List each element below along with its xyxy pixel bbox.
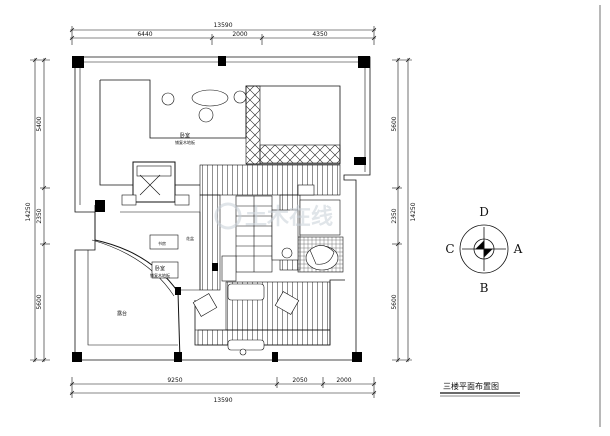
dim-bottom-seg-1: 9250 bbox=[167, 377, 182, 384]
dim-right-total: 14250 bbox=[410, 202, 417, 221]
compass-label-bottom: B bbox=[480, 281, 489, 295]
dim-right-seg-1: 5600 bbox=[391, 116, 398, 131]
drawing-title: 三楼平面布置图 bbox=[443, 381, 499, 391]
room-label-study: 书房 bbox=[158, 240, 166, 246]
watermark-text: 土木在线 bbox=[245, 204, 333, 230]
dim-bottom-seg-2: 2050 bbox=[292, 377, 307, 384]
dim-top-seg-2: 2000 bbox=[232, 31, 247, 38]
dim-bottom-total: 13590 bbox=[213, 397, 232, 404]
dim-left-seg-2: 2350 bbox=[36, 208, 43, 223]
title-block: 三楼平面布置图 bbox=[440, 381, 520, 397]
left-dimensions bbox=[30, 57, 50, 363]
compass-label-left: C bbox=[445, 242, 454, 256]
columns bbox=[72, 56, 370, 362]
room-label-terrace: 露台 bbox=[117, 310, 127, 317]
compass-label-right: A bbox=[513, 242, 523, 256]
compass bbox=[459, 224, 509, 274]
room-sublabel-bedroom2: 铺复木地板 bbox=[150, 272, 170, 278]
dim-left-seg-3: 5600 bbox=[36, 294, 43, 309]
room-label-bedroom: 卧室 bbox=[180, 132, 190, 139]
room-label-bedroom2: 卧室 bbox=[155, 265, 165, 272]
watermark-logo: 土木在线 bbox=[214, 202, 333, 230]
dim-top-seg-3: 4350 bbox=[312, 31, 327, 38]
dim-left-total: 14250 bbox=[25, 202, 32, 221]
room-sublabel-bedroom: 铺复木地板 bbox=[175, 139, 195, 145]
dim-top-seg-1: 6440 bbox=[137, 31, 152, 38]
dim-right-seg-2: 2350 bbox=[391, 208, 398, 223]
room-label-right: 花盆 bbox=[186, 235, 194, 241]
dim-left-seg-1: 5400 bbox=[36, 116, 43, 131]
dim-right-seg-3: 5600 bbox=[391, 294, 398, 309]
bottom-dimensions bbox=[69, 377, 377, 398]
compass-label-top: D bbox=[479, 205, 489, 219]
staircase bbox=[221, 195, 273, 282]
dim-bottom-seg-3: 2000 bbox=[336, 377, 351, 384]
top-dimensions bbox=[69, 26, 377, 45]
bathroom bbox=[271, 184, 341, 271]
dim-top-total: 13590 bbox=[213, 22, 232, 29]
right-dimensions bbox=[392, 57, 412, 363]
furniture bbox=[121, 89, 300, 356]
